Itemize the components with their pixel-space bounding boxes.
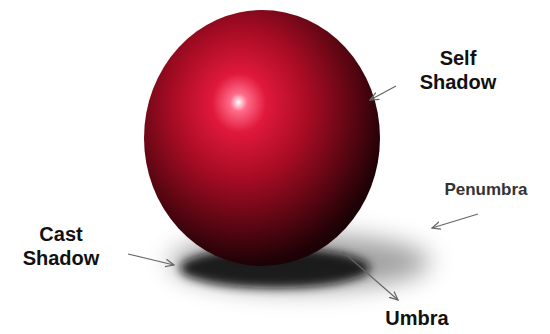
leader-arrow <box>128 254 174 265</box>
callout-label: Umbra <box>372 306 462 330</box>
red-sphere <box>144 10 380 266</box>
callout-label: Penumbra <box>430 180 542 200</box>
callout-label: Cast Shadow <box>4 222 118 270</box>
leader-arrow <box>343 252 398 300</box>
leader-arrow <box>432 214 478 228</box>
callout-label: Self Shadow <box>412 46 504 94</box>
leader-arrow <box>370 86 396 100</box>
